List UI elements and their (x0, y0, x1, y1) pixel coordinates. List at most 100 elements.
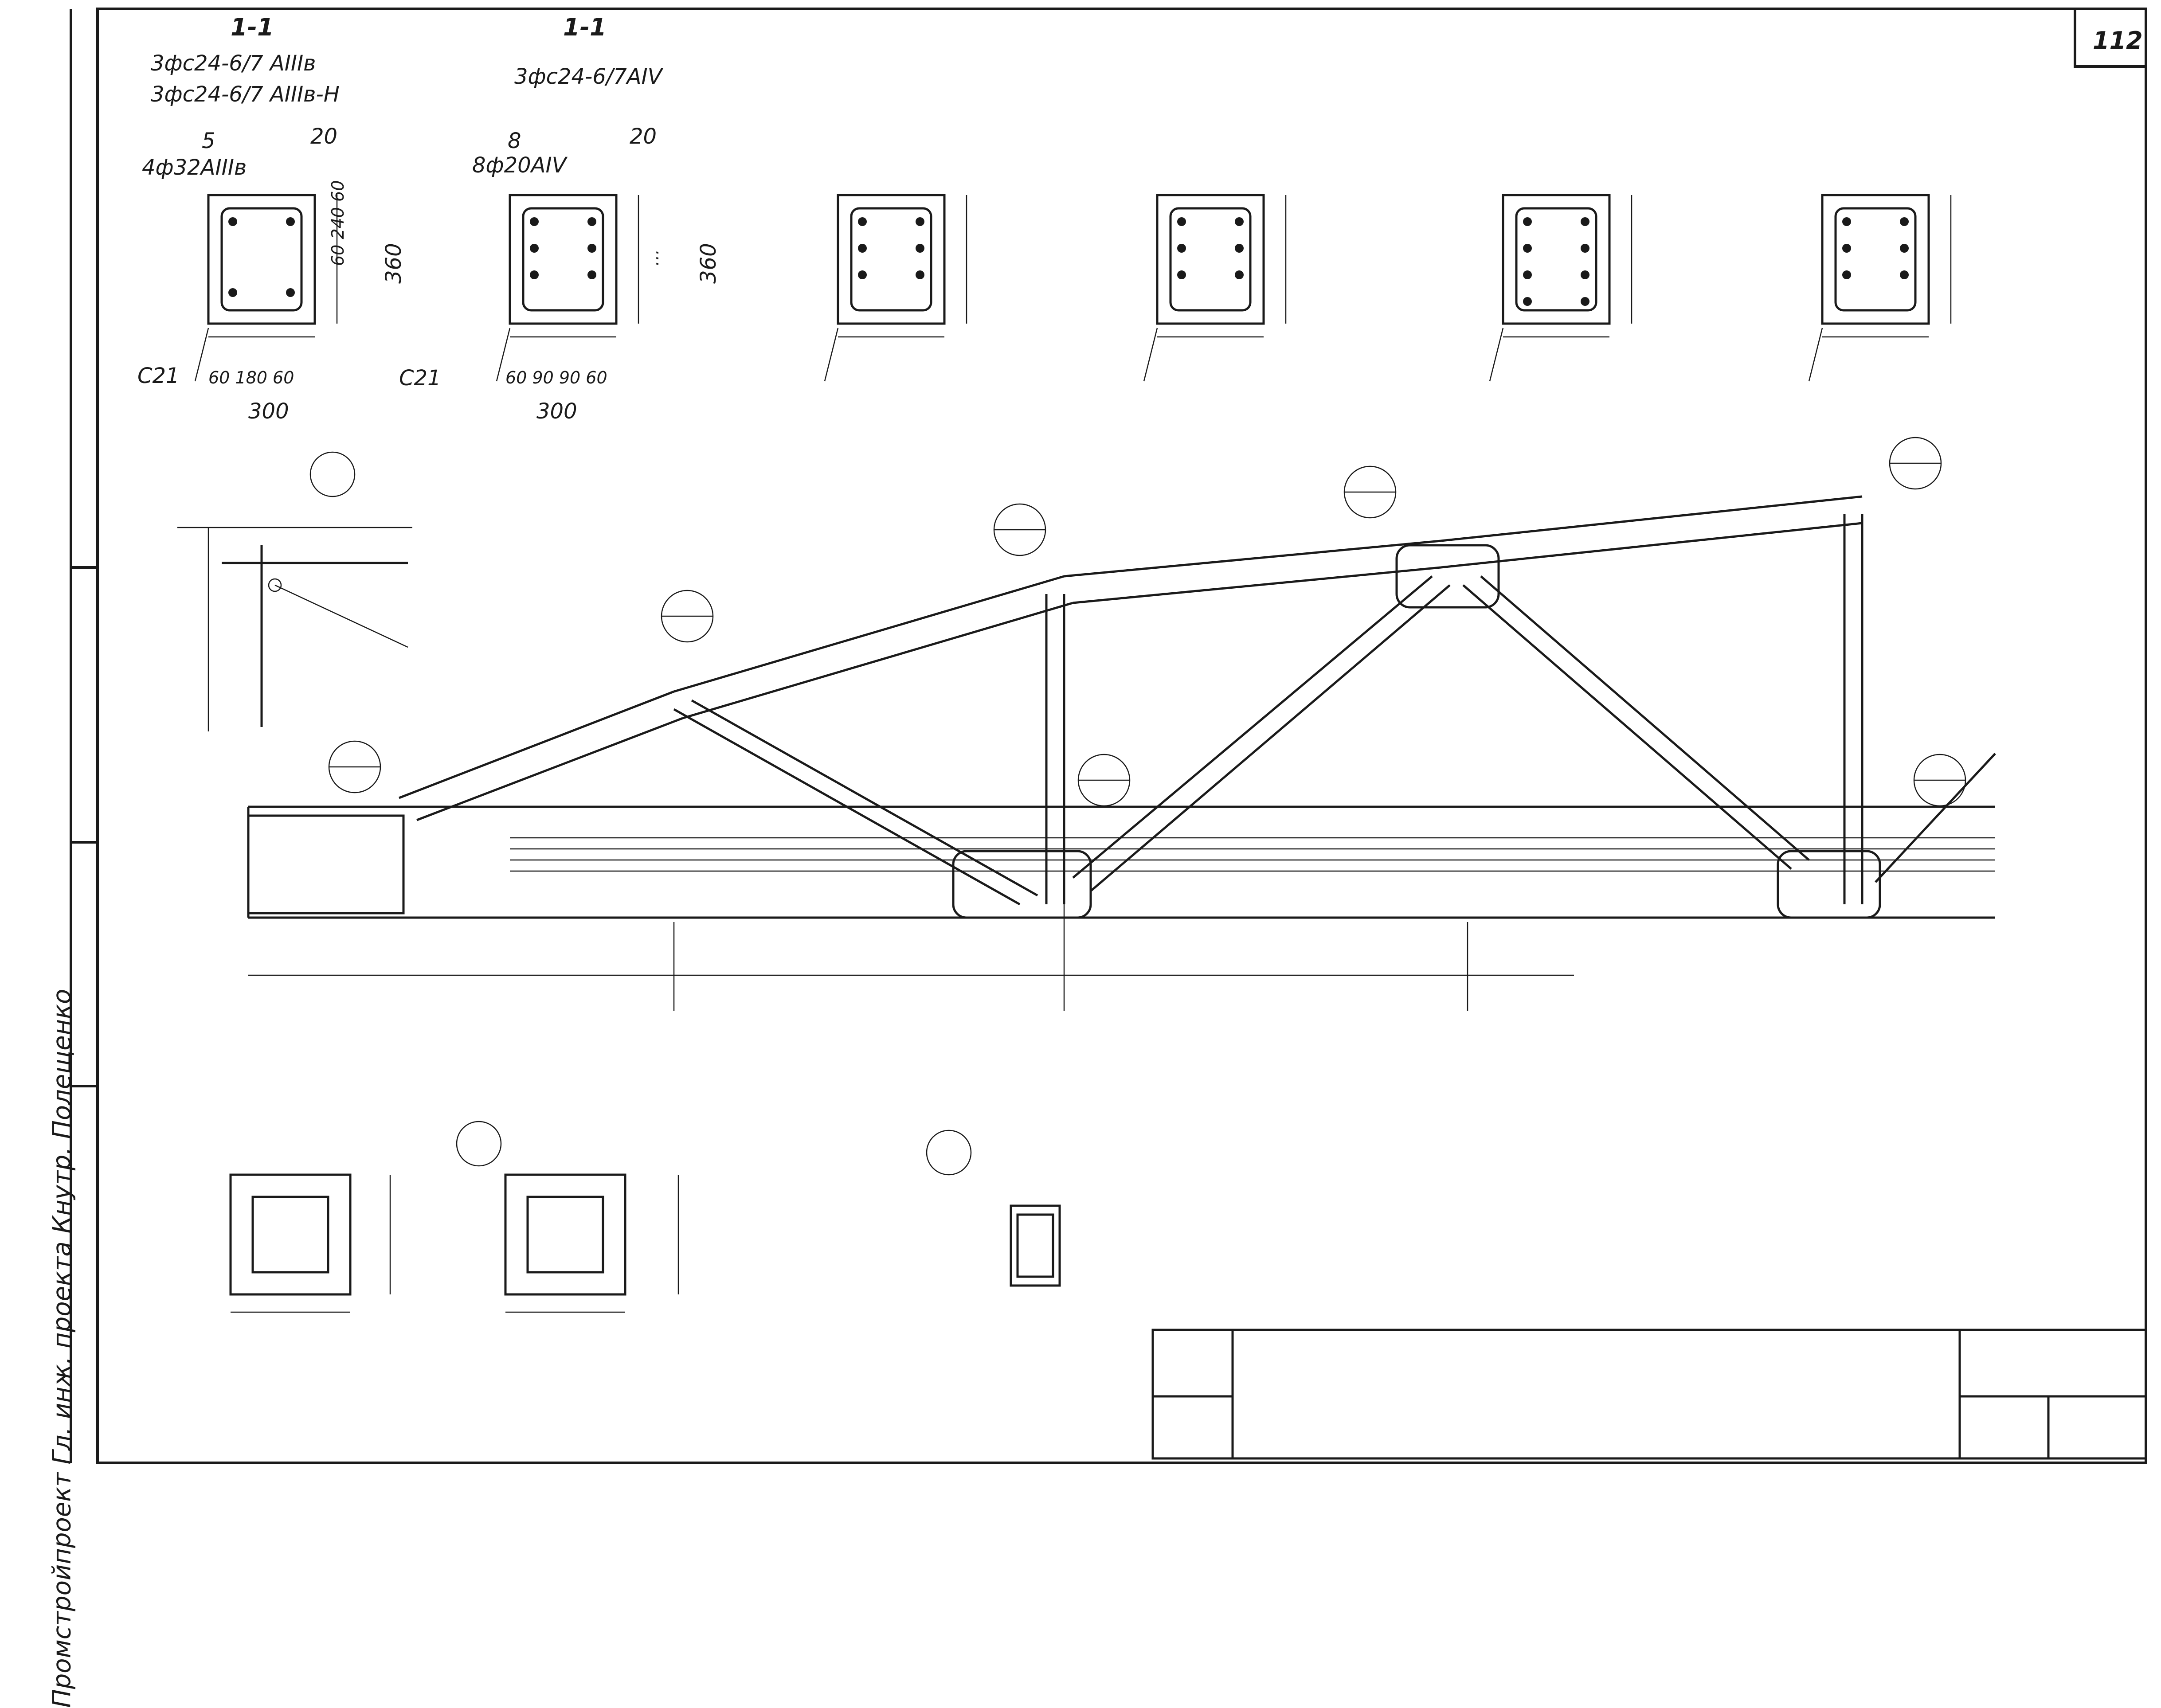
truss-node-4 (1395, 544, 1500, 609)
section-6-bar-6 (1900, 270, 1909, 279)
section-6-bar-3 (1842, 244, 1851, 253)
section-4-stirrup (1169, 207, 1252, 312)
section-1-clamp-leader (194, 328, 209, 382)
drawing-canvas (70, 8, 2147, 1464)
section-5-bar-3 (1523, 244, 1532, 253)
truss-diagonal-4 (1875, 753, 1996, 883)
section-2-2-outline (229, 1173, 352, 1296)
truss-top-chord-3b (1073, 566, 1441, 604)
section-2-bar-3 (530, 244, 539, 253)
section-1-mark: 3фс24-6/7 AIIIв (151, 51, 316, 76)
truss-diagonal-2a (1072, 575, 1433, 879)
truss-top-chord-4b (1441, 522, 1863, 569)
truss-diagonal-3a (1462, 584, 1792, 870)
section-3-bar-5 (858, 270, 867, 279)
section-4-bar-6 (1235, 270, 1244, 279)
section-1-stirrup (220, 207, 303, 312)
sheet-number-top: 112 (2093, 27, 2143, 55)
section-1-dims-w: 60 180 60 (208, 368, 294, 387)
detail-a-kp-leader (274, 584, 408, 648)
section-2-cover: 20 (630, 124, 657, 149)
section-2-width: 300 (536, 399, 577, 424)
section-3-3-callout-a (456, 1121, 502, 1167)
section-5-bar-5 (1523, 270, 1532, 279)
section-1-bar-3 (228, 288, 237, 297)
sheet-number-box (2074, 8, 2147, 68)
section-2-clamp: С21 (399, 366, 441, 391)
section-3-bar-6 (916, 270, 924, 279)
truss-top-chord-3a (1064, 539, 1441, 578)
section-2-bar-6 (587, 270, 596, 279)
section-1-width: 300 (248, 399, 289, 424)
section-6-stirrup (1834, 207, 1917, 312)
section-1-cover: 20 (310, 124, 338, 149)
section-1-outline (207, 194, 316, 325)
section-3-bar-4 (916, 244, 924, 253)
section-5-bar-4 (1581, 244, 1589, 253)
section-4-outline (1156, 194, 1265, 325)
section-6-bar-4 (1900, 244, 1909, 253)
section-1-mark2: 3фс24-6/7 AIIIв-Н (151, 82, 340, 107)
section-5-bar-6 (1581, 270, 1589, 279)
truss-node-6 (952, 850, 1092, 919)
section-4-bar-3 (1177, 244, 1186, 253)
section-4-bar-2 (1235, 217, 1244, 226)
section-3-bar-1 (858, 217, 867, 226)
section-2-bar-2 (587, 217, 596, 226)
truss-top-chord-2a (673, 575, 1065, 693)
section-4-4-outline (1010, 1204, 1061, 1287)
section-2-clamp-leader (496, 328, 511, 382)
section-3-outline (837, 194, 946, 325)
section-4-bar-1 (1177, 217, 1186, 226)
section-1-bars: 4ф32AIIIв (142, 155, 247, 180)
section-3-3-outline (504, 1173, 626, 1296)
section-5-bar-7 (1523, 297, 1532, 306)
section-3-3-stirrup (526, 1196, 604, 1274)
section-1-height: 360 (381, 243, 406, 284)
section-2-stirrup (522, 207, 604, 312)
section-3-bar-3 (858, 244, 867, 253)
section-6-outline (1821, 194, 1930, 325)
truss-diagonal-1a (673, 708, 1021, 906)
section-2-height: 360 (696, 243, 721, 284)
section-2-bar-count: 8 (508, 129, 521, 153)
section-1-bar-4 (286, 288, 295, 297)
section-5-outline (1502, 194, 1611, 325)
left-margin-stamp: Промстройпроект Гл. инж. проекта Кнутр. … (47, 989, 77, 1708)
section-6-bar-5 (1842, 270, 1851, 279)
section-2-outline (509, 194, 618, 325)
section-4-clamp-leader (1143, 328, 1158, 382)
section-3-stirrup (850, 207, 932, 312)
truss-top-chord-1a (399, 690, 674, 799)
section-4-bar-5 (1177, 270, 1186, 279)
truss-diagonal-3b (1480, 575, 1810, 861)
section-1-bar-count: 5 (202, 129, 215, 153)
section-5-bar-2 (1581, 217, 1589, 226)
section-2-2-stirrup (251, 1196, 329, 1274)
truss-diagonal-2b (1090, 584, 1451, 892)
section-3-clamp-leader (824, 328, 839, 382)
section-2-title: 1-1 (563, 13, 607, 41)
section-4-bar-4 (1235, 244, 1244, 253)
truss-top-chord-1b (416, 717, 683, 821)
section-1-bar-2 (286, 217, 295, 226)
section-5-clamp-leader (1489, 328, 1504, 382)
section-2-dims-w: 60 90 90 60 (505, 368, 607, 387)
sheet-frame (96, 8, 2147, 1464)
section-2-bars: 8ф20AIV (472, 153, 567, 178)
section-5-bar-1 (1523, 217, 1532, 226)
section-1-bar-1 (228, 217, 237, 226)
title-block (1151, 1329, 2147, 1460)
section-1-clamp: С21 (137, 363, 180, 388)
section-2-dims-h: … (643, 249, 662, 266)
section-5-stirrup (1515, 207, 1597, 312)
detail-a-weld (268, 578, 282, 592)
section-1-dims-h: 60 240 60 (328, 180, 348, 266)
section-2-bar-4 (587, 244, 596, 253)
section-2-bar-1 (530, 217, 539, 226)
detail-a-circle (309, 451, 356, 497)
section-6-clamp-leader (1808, 328, 1823, 382)
section-4-4-callout-a (926, 1130, 972, 1176)
section-3-bar-2 (916, 217, 924, 226)
section-2-mark: 3фс24-6/7AIV (514, 64, 662, 89)
